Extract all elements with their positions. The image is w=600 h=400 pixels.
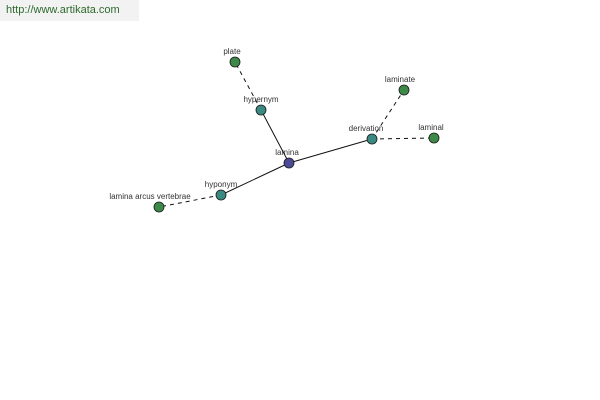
node-label-hyponym[interactable]: hyponym bbox=[205, 180, 238, 189]
node-label-lamina[interactable]: lamina bbox=[275, 148, 299, 157]
node-derivation[interactable] bbox=[366, 133, 378, 145]
nodes-layer bbox=[153, 56, 440, 213]
edges-layer bbox=[158, 61, 435, 208]
edge-derivation-to-laminal bbox=[371, 137, 435, 140]
node-hypernym[interactable] bbox=[255, 104, 267, 116]
node-lamina[interactable] bbox=[283, 157, 295, 169]
edge-lamina-to-hypernym bbox=[260, 109, 290, 164]
node-plate[interactable] bbox=[229, 56, 241, 68]
edge-lamina-to-derivation bbox=[288, 138, 373, 164]
edge-derivation-to-laminate bbox=[371, 89, 405, 140]
labels-layer: lamina hypernym plate derivation laminate lam… bbox=[109, 47, 444, 201]
edge-hypernym-to-plate bbox=[234, 61, 262, 111]
node-lamina-arcus-vertebrae[interactable] bbox=[153, 201, 165, 213]
node-label-hypernym[interactable]: hypernym bbox=[243, 95, 278, 104]
source-url-banner[interactable]: http://www.artikata.com bbox=[0, 0, 139, 21]
edge-hyponym-to-lamina-arcus-vertebrae bbox=[158, 194, 222, 208]
edge-lamina-to-hyponym bbox=[220, 162, 290, 196]
node-label-derivation[interactable]: derivation bbox=[349, 124, 384, 133]
node-label-laminate[interactable]: laminate bbox=[385, 75, 416, 84]
node-hyponym[interactable] bbox=[215, 189, 227, 201]
node-laminal[interactable] bbox=[428, 132, 440, 144]
node-label-laminal[interactable]: laminal bbox=[418, 123, 444, 132]
node-label-plate[interactable]: plate bbox=[223, 47, 241, 56]
node-label-lamina-arcus-vertebrae[interactable]: lamina arcus vertebrae bbox=[109, 192, 191, 201]
node-laminate[interactable] bbox=[398, 84, 410, 96]
